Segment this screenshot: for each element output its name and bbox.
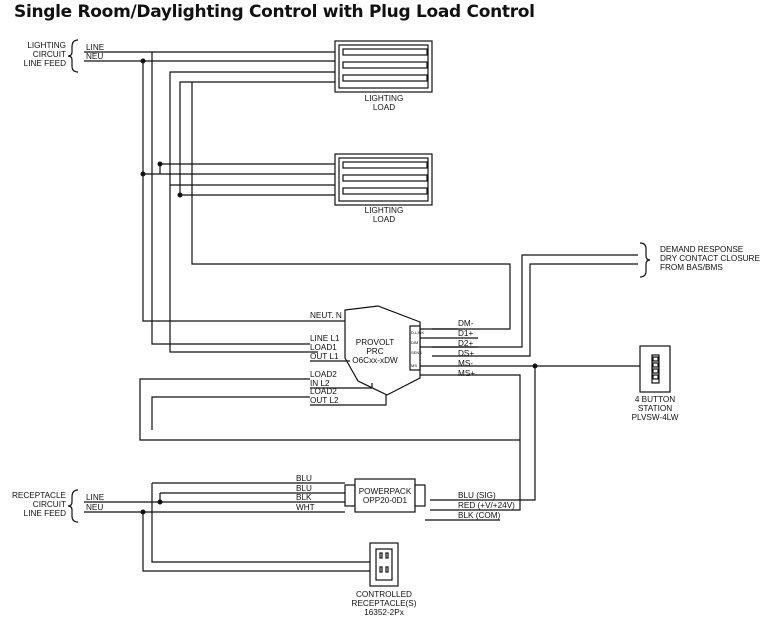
pp-wire-blu-1: BLU [296, 474, 312, 483]
demand-response: DEMAND RESPONSE DRY CONTACT CLOSURE FROM… [432, 242, 760, 357]
demand-response-line-3: FROM BAS/BMS [660, 263, 723, 272]
powerpack-name-1: POWERPACK [359, 487, 412, 496]
provolt-controller: PROVOLT PRC O6Cxx-xDW D-LINK DIM SENS MS [344, 305, 424, 396]
four-button-station: 4 BUTTON STATION PLVSW-4LW [632, 345, 679, 422]
terminal-d1: D1+ [458, 329, 473, 338]
controller-terminals: DM- D1+ D2+ DS+ MS- MS+ [420, 319, 640, 511]
lighting-feed-label-3: LINE FEED [24, 59, 66, 68]
controller-left-wiring: NEUT. N LINE L1 LOAD1 OUT L1 LOAD2 IN L2… [310, 311, 387, 406]
terminal-dm: DM- [458, 319, 474, 328]
lighting-load-2-label-2: LOAD [373, 215, 395, 224]
controller-name-2: PRC [366, 347, 383, 356]
receptacle-line-2: RECEPTACLE(S) [352, 599, 417, 608]
lighting-feed-line-label: LINE [86, 43, 105, 52]
load2a-label: LOAD2 [310, 370, 337, 379]
pp-wire-wht: WHT [296, 503, 315, 512]
controlled-receptacle: CONTROLLED RECEPTACLE(S) 16352-2Px [352, 542, 417, 617]
port-label-sens: SENS [411, 350, 422, 355]
lighting-feed-label-1: LIGHTING [27, 41, 66, 50]
lighting-load-1-label-1: LIGHTING [365, 94, 404, 103]
neut-label: NEUT. N [310, 311, 342, 320]
receptacle-feed-label-1: RECEPTACLE [12, 491, 67, 500]
in-l2-label: IN L2 [310, 379, 330, 388]
receptacle-line-3: 16352-2Px [364, 608, 404, 617]
receptacle-feed-label-3: LINE FEED [24, 509, 66, 518]
lighting-feed-label-2: CIRCUIT [33, 50, 66, 59]
lighting-load-1: LIGHTING LOAD [334, 40, 433, 112]
demand-response-line-2: DRY CONTACT CLOSURE [660, 254, 760, 263]
controller-name-1: PROVOLT [356, 338, 395, 347]
lighting-feed-brace [67, 39, 79, 73]
lighting-circuit-feed: LIGHTING CIRCUIT LINE FEED LINE NEU [24, 39, 105, 73]
terminal-ms-minus: MS- [458, 359, 473, 368]
powerpack-name-2: OPP20-0D1 [363, 496, 408, 505]
diagram-title: Single Room/Daylighting Control with Plu… [14, 2, 535, 22]
load1-label: LOAD1 [310, 343, 337, 352]
pp-right-red: RED (+V/+24V) [458, 501, 515, 510]
pp-right-blk: BLK (COM) [458, 511, 501, 520]
controller-name-3: O6Cxx-xDW [352, 356, 398, 365]
lighting-feed-neu-label: NEU [86, 52, 103, 61]
terminal-ds: DS+ [458, 349, 474, 358]
pp-wire-blk: BLK [296, 493, 312, 502]
port-label-dlink: D-LINK [411, 330, 424, 335]
station-line-1: 4 BUTTON [635, 395, 675, 404]
pp-wire-blu-2: BLU [296, 484, 312, 493]
load2-wiring [139, 378, 520, 441]
station-line-2: STATION [638, 404, 672, 413]
powerpack: POWERPACK OPP20-0D1 BLU (SIG) RED (+V/+2… [344, 478, 515, 521]
receptacle-circuit-feed: RECEPTACLE CIRCUIT LINE FEED LINE NEU [12, 489, 105, 523]
lighting-load-2: LIGHTING LOAD [334, 153, 433, 224]
out-l1-label: OUT L1 [310, 352, 339, 361]
lighting-load-2-label-1: LIGHTING [365, 206, 404, 215]
port-label-dim: DIM [411, 340, 418, 345]
out-l2-label: OUT L2 [310, 396, 339, 405]
station-line-3: PLVSW-4LW [632, 413, 679, 422]
receptacle-feed-label-2: CIRCUIT [33, 500, 66, 509]
load2b-label: LOAD2 [310, 387, 337, 396]
line-l1-label: LINE L1 [310, 334, 340, 343]
terminal-ms-plus: MS+ [458, 369, 475, 378]
receptacle-feed-line-label: LINE [86, 493, 105, 502]
terminal-d2: D2+ [458, 339, 473, 348]
lighting-wiring [84, 51, 511, 353]
lighting-load-1-label-2: LOAD [373, 103, 395, 112]
demand-response-line-1: DEMAND RESPONSE [660, 245, 744, 254]
receptacle-feed-neu-label: NEU [86, 503, 103, 512]
receptacle-line-1: CONTROLLED [356, 590, 412, 599]
demand-response-brace [639, 242, 651, 278]
pp-right-blu: BLU (SIG) [458, 491, 496, 500]
port-label-ms: MS [411, 363, 417, 368]
receptacle-feed-brace [67, 489, 79, 523]
receptacle-wiring: BLU BLU BLK WHT [84, 474, 370, 572]
